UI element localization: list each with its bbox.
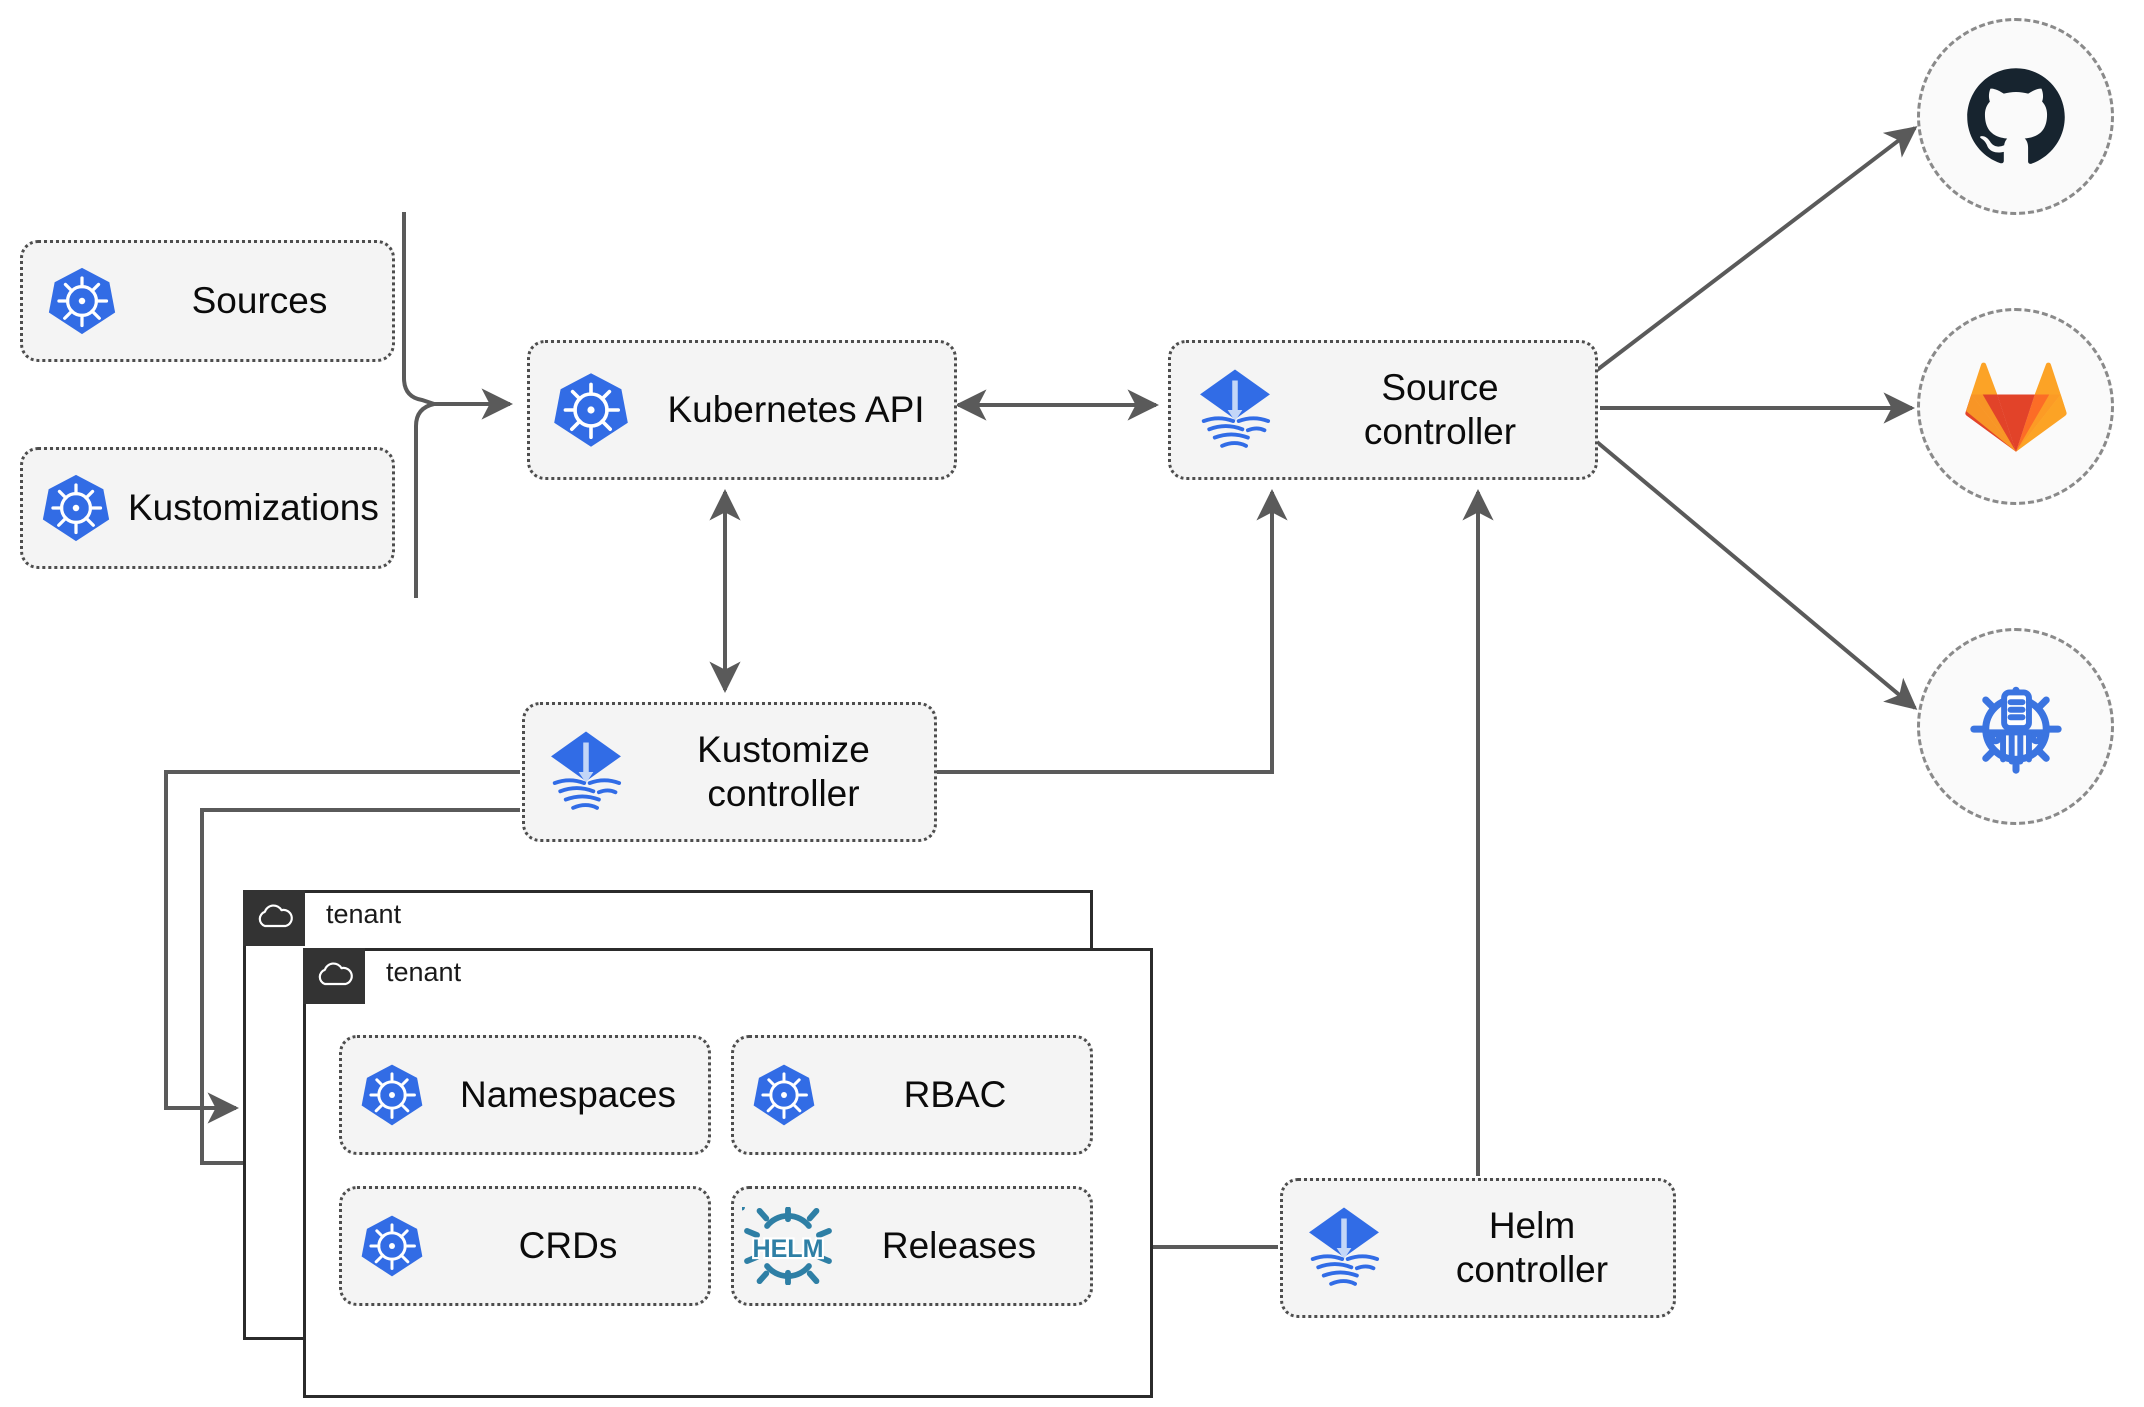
node-label: CRDs xyxy=(518,1225,618,1267)
tenant-inner[interactable]: tenant xyxy=(303,948,1153,1398)
node-sources[interactable]: Sources xyxy=(20,240,395,362)
svg-text:HELM: HELM xyxy=(752,1235,823,1263)
node-label: Namespaces xyxy=(460,1074,676,1116)
node-rbac[interactable]: RBAC xyxy=(731,1035,1093,1155)
group-brace xyxy=(402,212,442,598)
node-crds[interactable]: CRDs xyxy=(339,1186,711,1306)
kubernetes-icon xyxy=(734,1062,834,1128)
provider-helm-repository[interactable] xyxy=(1917,628,2114,825)
kubernetes-icon xyxy=(342,1062,442,1128)
node-label: Kubernetes API xyxy=(667,389,925,431)
github-icon xyxy=(1963,64,2069,170)
tenant-label: tenant xyxy=(386,957,462,987)
edge-source-to-helmrepo xyxy=(1595,440,1918,710)
cloud-icon xyxy=(314,960,354,993)
node-label: RBAC xyxy=(903,1074,1007,1116)
gitlab-icon xyxy=(1964,358,2068,456)
edge-kustomize-to-source xyxy=(937,489,1288,774)
node-kubernetes-api[interactable]: Kubernetes API xyxy=(527,340,957,480)
node-label: Sources xyxy=(191,280,328,322)
tenant-tab xyxy=(243,890,305,946)
kubernetes-icon xyxy=(530,370,652,450)
helm-repository-icon xyxy=(1962,673,2070,781)
cloud-icon xyxy=(254,902,294,935)
node-label: Releases xyxy=(881,1225,1037,1267)
kubernetes-icon xyxy=(23,265,141,337)
flux-icon xyxy=(1283,1202,1405,1294)
edge-source-to-github xyxy=(1595,126,1918,372)
kubernetes-icon xyxy=(342,1213,442,1279)
flux-icon xyxy=(1171,364,1299,456)
kubernetes-icon xyxy=(23,472,128,544)
helm-icon: HELM xyxy=(734,1207,842,1285)
provider-gitlab[interactable] xyxy=(1917,308,2114,505)
flux-icon xyxy=(525,726,647,818)
node-label: Kustomizations xyxy=(128,487,379,529)
node-namespaces[interactable]: Namespaces xyxy=(339,1035,711,1155)
node-kustomizations[interactable]: Kustomizations xyxy=(20,447,395,569)
tenant-label: tenant xyxy=(326,899,402,929)
tenant-tab xyxy=(303,948,365,1004)
node-releases[interactable]: HELM Releases xyxy=(731,1186,1093,1306)
provider-github[interactable] xyxy=(1917,18,2114,215)
